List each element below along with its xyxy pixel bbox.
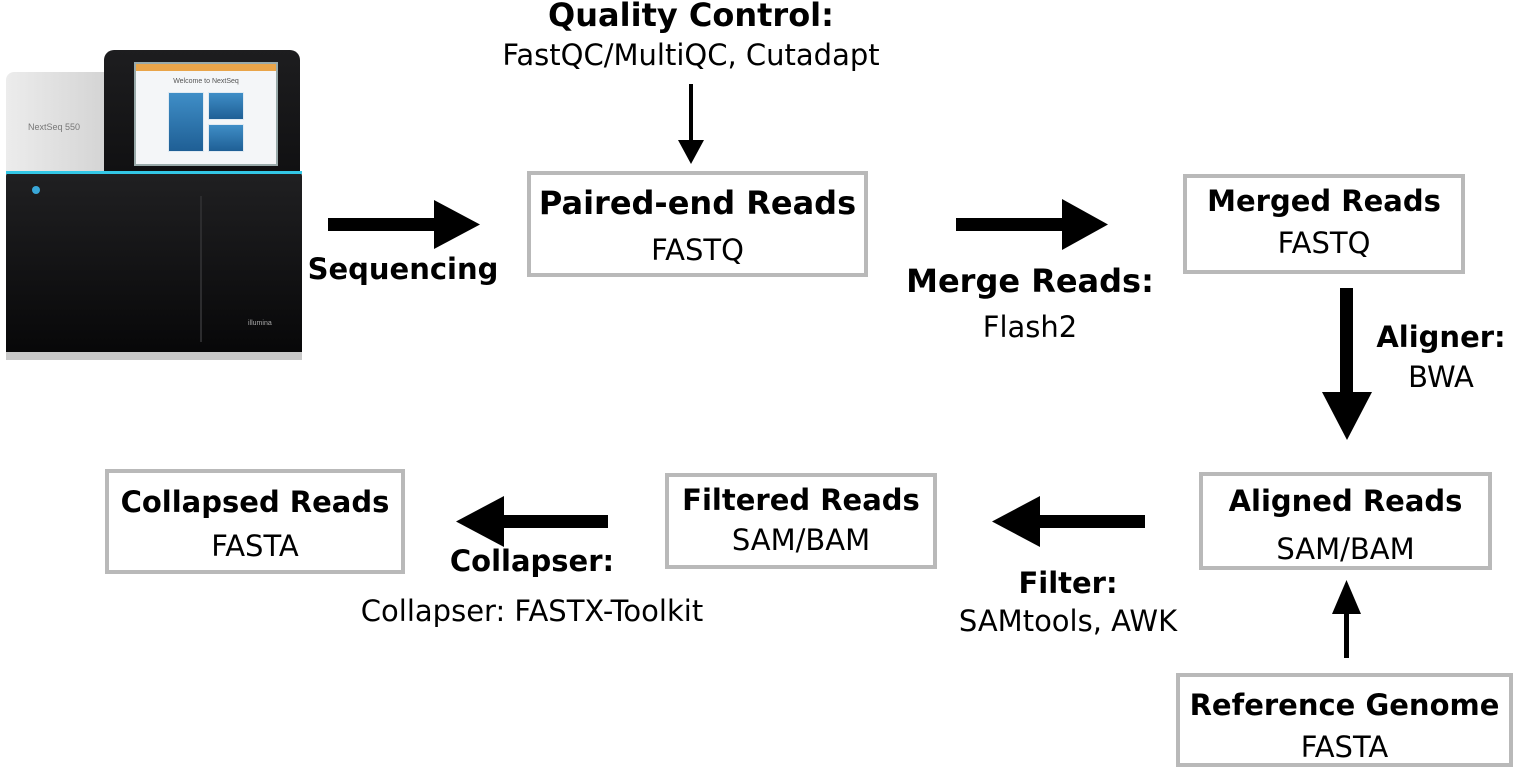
arrow-reference: [1332, 580, 1361, 658]
merge-reads-title: Merge Reads:: [906, 262, 1154, 300]
aligner-title: Aligner:: [1376, 320, 1506, 354]
collapser-title: Collapser:: [449, 544, 615, 578]
arrow-aligner: [1322, 288, 1372, 440]
power-button-icon: [32, 186, 40, 194]
aligned-reads-format: SAM/BAM: [1276, 532, 1415, 566]
sequencer-screen: Welcome to NextSeq: [134, 62, 278, 166]
sequencing-label: Sequencing: [300, 250, 506, 290]
screen-tile-bottom: [208, 124, 244, 152]
paired-end-reads-format: FASTQ: [651, 233, 744, 267]
collapser-tools-label: Collapser: FASTX-Toolkit: [330, 594, 734, 634]
filtered-reads-box: Filtered Reads SAM/BAM: [665, 473, 937, 569]
sequencer-light-strip: [6, 171, 302, 174]
sequencer-base: [6, 352, 302, 360]
sequencer-side-panel: NextSeq 550: [6, 72, 106, 176]
merge-reads-tools: Flash2: [982, 310, 1078, 344]
filter-tools: SAMtools, AWK: [958, 604, 1178, 638]
reference-genome-title: Reference Genome: [1189, 688, 1500, 722]
collapsed-reads-title: Collapsed Reads: [120, 485, 390, 519]
collapser-tools: Collapser: FASTX-Toolkit: [360, 594, 704, 628]
aligned-reads-box: Aligned Reads SAM/BAM: [1199, 472, 1492, 570]
merged-reads-box: Merged Reads FASTQ: [1183, 174, 1465, 274]
paired-end-reads-box: Paired-end Reads FASTQ: [527, 171, 868, 277]
quality-control-title: Quality Control:: [548, 0, 834, 34]
filtered-reads-format: SAM/BAM: [731, 523, 871, 557]
arrow-quality-control: [678, 84, 704, 164]
sequencer-screen-bar: [136, 64, 276, 71]
merged-reads-title: Merged Reads: [1207, 184, 1441, 218]
sequencer-body: [6, 172, 302, 357]
screen-tile-top: [208, 92, 244, 120]
collapser-label: Collapser:: [440, 544, 624, 584]
reference-genome-box: Reference Genome FASTA: [1176, 673, 1513, 767]
collapsed-reads-format: FASTA: [211, 529, 299, 563]
reference-genome-format: FASTA: [1300, 730, 1389, 764]
aligned-reads-title: Aligned Reads: [1228, 484, 1463, 518]
sequencer-model-label: NextSeq 550: [28, 122, 81, 132]
aligner-label: Aligner: BWA: [1366, 320, 1516, 400]
arrow-merge-reads: [956, 199, 1108, 250]
merged-reads-format: FASTQ: [1277, 226, 1371, 260]
sequencer-machine-image: NextSeq 550 Welcome to NextSeq illumina: [4, 44, 304, 362]
arrow-sequencing: [328, 200, 480, 249]
aligner-tools: BWA: [1408, 360, 1474, 394]
quality-control-tools: FastQC/MultiQC, Cutadapt: [502, 38, 880, 72]
sequencer-door-split: [200, 196, 202, 342]
filter-title: Filter:: [1018, 566, 1118, 600]
screen-tile-experiment: [168, 92, 204, 152]
merge-reads-label: Merge Reads: Flash2: [890, 262, 1170, 346]
sequencer-screen-text: Welcome to NextSeq: [173, 78, 239, 85]
sequencer-brand-logo: illumina: [248, 320, 272, 327]
paired-end-reads-title: Paired-end Reads: [538, 184, 857, 222]
filtered-reads-title: Filtered Reads: [682, 483, 920, 517]
sequencing-title: Sequencing: [307, 252, 499, 286]
collapsed-reads-box: Collapsed Reads FASTA: [105, 469, 405, 574]
arrow-collapser: [456, 496, 608, 547]
filter-label: Filter: SAMtools, AWK: [940, 566, 1196, 646]
quality-control-label: Quality Control: FastQC/MultiQC, Cutadap…: [470, 0, 912, 80]
arrow-filter: [992, 496, 1145, 547]
